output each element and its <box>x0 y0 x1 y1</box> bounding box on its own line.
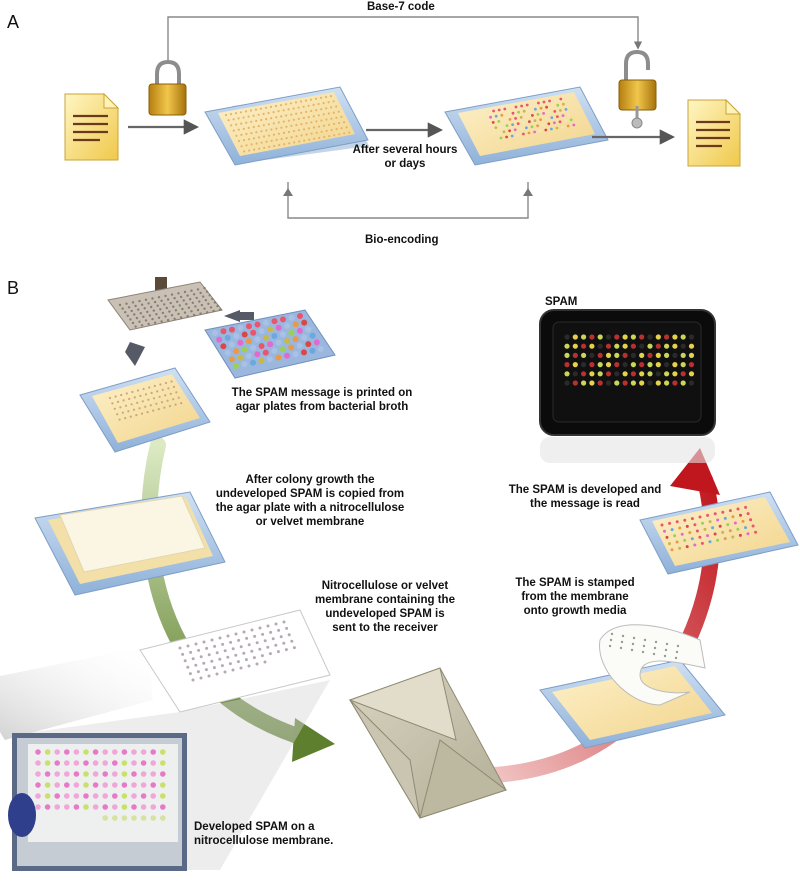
plate-1-dots <box>224 95 351 153</box>
plain-document-icon <box>64 92 120 161</box>
plate-2-dots <box>486 97 576 140</box>
bio-encoding-label: Bio-encoding <box>365 234 439 246</box>
developed-membrane-photo <box>8 680 330 871</box>
bio-encoding-connector <box>287 182 529 219</box>
agar-plate-stamping <box>539 624 726 749</box>
base7-code-label: Base-7 code <box>367 1 435 13</box>
agar-plate-empty <box>204 86 369 166</box>
time-label: After several hours or days <box>352 144 458 170</box>
decoded-document-icon <box>687 98 742 167</box>
spam-result-photo <box>539 309 716 463</box>
nitrocellulose-membrane <box>0 609 331 740</box>
envelope-icon <box>348 667 508 819</box>
pin-replicator <box>107 277 223 331</box>
spam-title: SPAM <box>545 296 578 308</box>
panel-a-label: A <box>7 12 20 32</box>
open-lock-icon <box>618 49 657 129</box>
red-arrowhead <box>670 448 720 495</box>
agar-plate-printed <box>79 367 211 453</box>
agar-plate-developed <box>444 86 609 166</box>
base7-connector <box>167 16 643 62</box>
well-plate <box>204 309 336 379</box>
arrow-to-plate <box>125 342 145 366</box>
closed-lock-icon <box>148 59 187 116</box>
agar-plate-final <box>639 491 799 575</box>
arrow-to-replicator <box>224 310 240 322</box>
agar-plate-with-membrane <box>34 491 226 596</box>
panel-b-label: B <box>7 278 20 298</box>
green-arrowhead <box>292 718 335 762</box>
